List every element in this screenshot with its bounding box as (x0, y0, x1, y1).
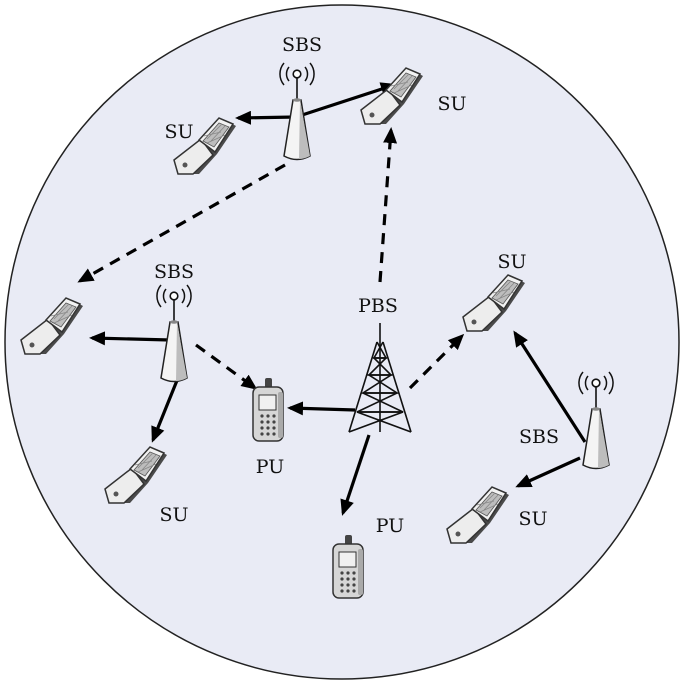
label-sbs-left: SBS (154, 261, 194, 283)
label-sbs-right: SBS (519, 426, 559, 448)
label-su-top-left: SU (164, 121, 193, 143)
cell-phone-icon-pu-bottom (333, 535, 363, 598)
cell-phone-icon-pu-left (253, 378, 283, 441)
link-sbs-left-to-su-left (92, 338, 170, 340)
label-pu-bottom: PU (376, 515, 404, 537)
label-su-right-bottom: SU (518, 508, 547, 530)
label-sbs-top: SBS (282, 34, 322, 56)
label-pbs: PBS (358, 295, 398, 317)
link-sbs-top-to-su-top-left (238, 117, 296, 118)
label-su-right-top: SU (497, 251, 526, 273)
label-pu-left: PU (256, 456, 284, 478)
label-su-left-bottom: SU (159, 504, 188, 526)
label-su-top-right: SU (437, 93, 466, 115)
link-pbs-to-pu-left (290, 408, 355, 410)
